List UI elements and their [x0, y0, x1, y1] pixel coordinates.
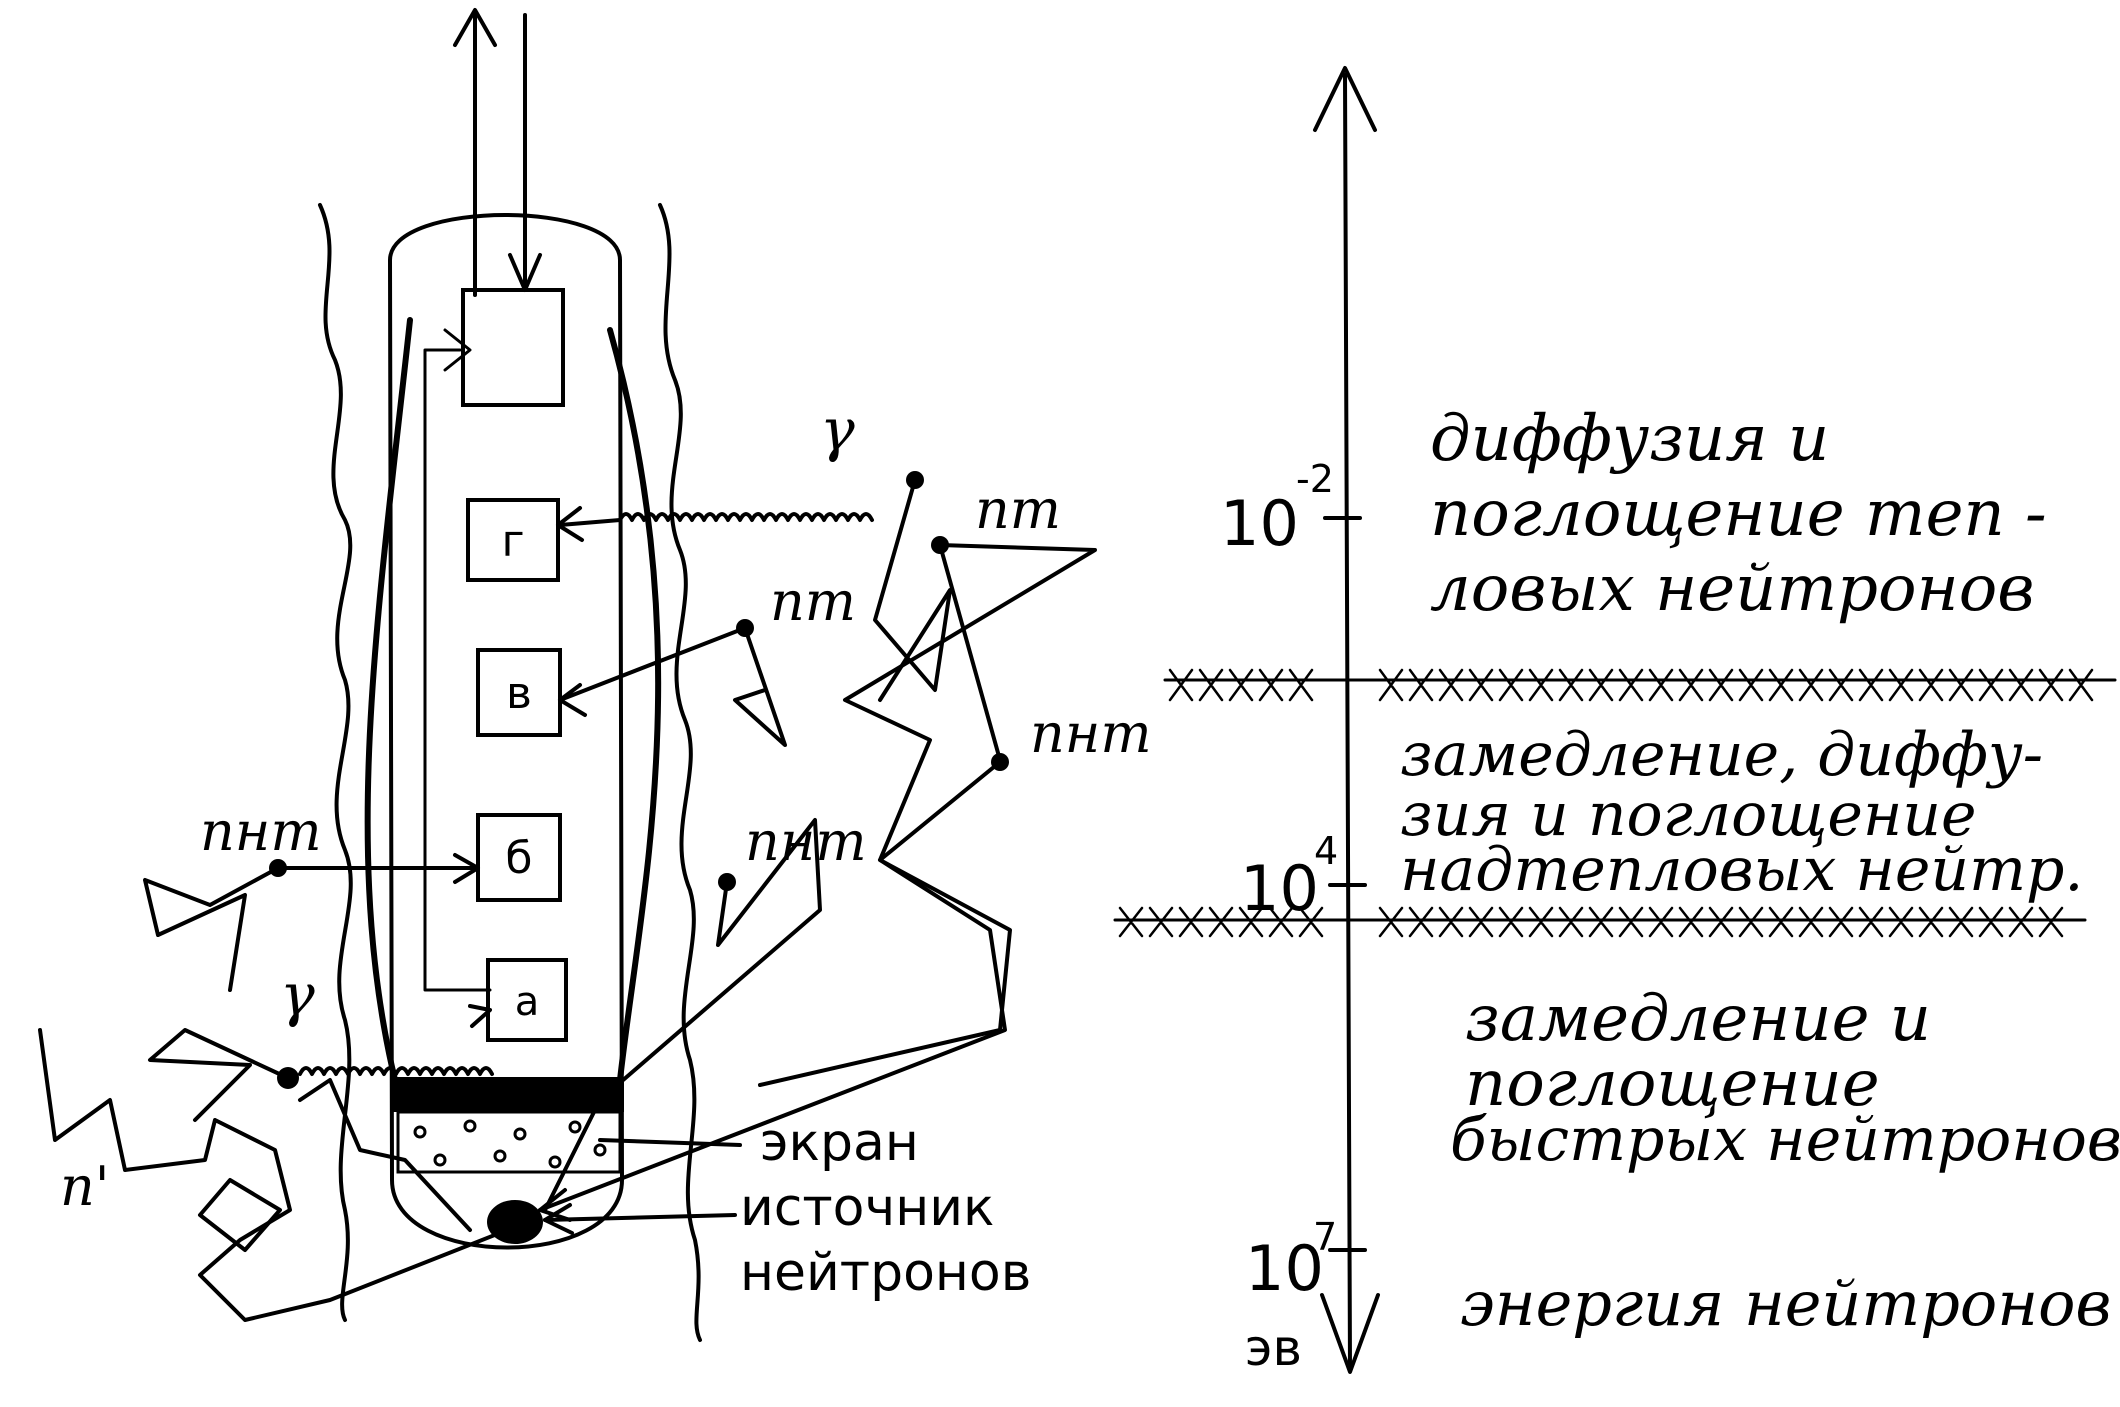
neutron-path-prime: [38, 1028, 522, 1322]
gamma-ray-lower: [148, 1004, 494, 1122]
svg-text:надтепловых нейтр.: надтепловых нейтр.: [1400, 835, 2083, 905]
screen-label: экран: [760, 1113, 919, 1173]
electronics-block: [461, 288, 565, 407]
borehole-wall-left: [318, 203, 353, 1322]
svg-text:замедление и: замедление и: [1465, 982, 1931, 1056]
svg-text:диффузия и: диффузия и: [1430, 402, 1829, 476]
gamma-label-lower: γ: [280, 961, 315, 1029]
source-label-line2: нейтронов: [740, 1243, 1031, 1303]
nnt-label-a: nнт: [1030, 702, 1152, 765]
shield-screen: [392, 1078, 624, 1174]
nt-label-b: nт: [770, 570, 856, 633]
epithermal-neutron-path-c: [143, 853, 480, 992]
source-label-line1: источник: [740, 1178, 994, 1238]
thermal-neutron-path-b: [558, 619, 787, 747]
detector-block-g: г: [466, 498, 560, 582]
gamma-ray-upper: [556, 471, 952, 702]
tick-label-1e-2: 10 -2: [1220, 457, 1334, 560]
nnt-label-b: nнт: [745, 810, 867, 873]
svg-text:быстрых нейтронов: быстрых нейтронов: [1450, 1105, 2120, 1175]
detector-block-a: а: [486, 958, 568, 1042]
svg-text:зия и поглощение: зия и поглощение: [1400, 780, 1977, 850]
detector-block-b: б: [476, 813, 562, 902]
gamma-label-upper: γ: [820, 396, 855, 464]
nnt-label-c: nнт: [200, 800, 322, 863]
neutron-source: [487, 1200, 543, 1244]
detector-block-v: в: [476, 648, 562, 737]
svg-text:10: 10: [1240, 852, 1319, 925]
tick-label-1e7: 10 7: [1245, 1215, 1337, 1305]
zone-boundary-lower: [1113, 906, 2087, 938]
svg-text:7: 7: [1313, 1215, 1337, 1259]
zone-boundary-upper: [1163, 668, 2117, 702]
svg-text:г: г: [501, 516, 524, 567]
zone-epithermal-text: замедление, диффу- зия и поглощение надт…: [1400, 720, 2083, 905]
axis-title: энергия нейтронов: [1460, 1267, 2111, 1340]
zone-fast-text: замедление и поглощение быстрых нейтроно…: [1450, 982, 2120, 1175]
svg-text:в: в: [506, 668, 532, 719]
n-prime-label: n': [60, 1155, 110, 1218]
cable-arrows: [453, 8, 542, 297]
source-label-group: источник нейтронов: [543, 1178, 1031, 1303]
svg-text:-2: -2: [1296, 457, 1334, 501]
svg-text:4: 4: [1314, 829, 1338, 873]
energy-axis: [1313, 66, 1380, 1374]
screen-label-group: экран: [598, 1113, 919, 1173]
svg-text:поглощение теп -: поглощение теп -: [1430, 477, 2047, 551]
svg-text:замедление, диффу-: замедление, диффу-: [1400, 720, 2043, 790]
svg-text:10: 10: [1220, 487, 1299, 560]
zone-thermal-text: диффузия и поглощение теп - ловых нейтро…: [1430, 402, 2047, 626]
svg-text:а: а: [515, 979, 540, 1025]
borehole-wall-right: [658, 203, 702, 1342]
nt-label-a: nт: [975, 478, 1061, 541]
axis-unit-label: эв: [1245, 1319, 1302, 1377]
svg-text:10: 10: [1245, 1232, 1324, 1305]
tick-label-1e4: 10 4: [1240, 829, 1338, 925]
svg-text:б: б: [505, 833, 532, 884]
svg-text:ловых нейтронов: ловых нейтронов: [1430, 552, 2034, 626]
svg-text:поглощение: поглощение: [1465, 1047, 1880, 1121]
epithermal-neutron-path-b: [543, 818, 822, 1212]
epithermal-neutron-path-a: [538, 753, 1009, 1222]
